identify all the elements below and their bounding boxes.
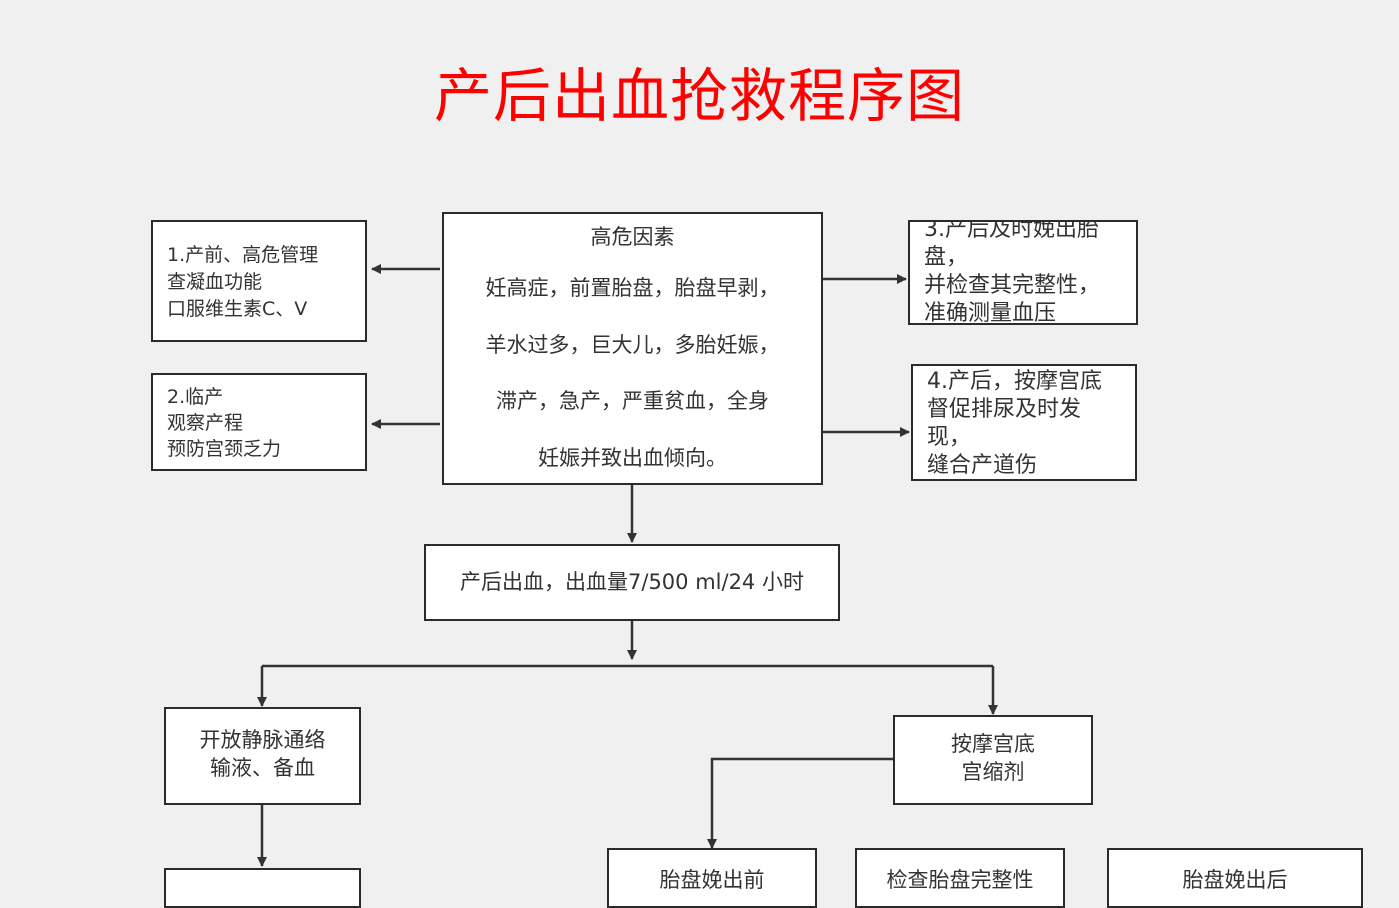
risk-factors-box: 高危因素 妊高症，前置胎盘，胎盘早剥， 羊水过多，巨大儿，多胎妊娠， 滞产，急产… (442, 212, 823, 485)
uterine-massage-box: 按摩宫底 宫缩剂 (893, 715, 1093, 805)
check-placenta-label: 检查胎盘完整性 (886, 868, 1034, 892)
arrow-to-before-placenta (707, 757, 893, 849)
box-text-line: 观察产程 (167, 412, 244, 434)
box-text-line: 1.产前、高危管理 (167, 244, 319, 266)
antenatal-management-box: 1.产前、高危管理 查凝血功能 口服维生素C、V (151, 220, 367, 342)
box-text-line: 现， (927, 425, 972, 450)
before-placenta-box: 胎盘娩出前 (607, 848, 817, 908)
after-placenta-box: 胎盘娩出后 (1107, 848, 1363, 908)
risk-factor-line: 羊水过多，巨大儿，多胎妊娠， (485, 332, 780, 357)
risk-factor-line: 滞产，急产，严重贫血，全身 (496, 389, 769, 413)
before-placenta-label: 胎盘娩出前 (659, 868, 765, 892)
placenta-delivery-box: 3.产后及时娩出胎 盘， 并检查其完整性， 准确测量血压 (908, 220, 1138, 325)
box-text-line: 准确测量血压 (924, 301, 1057, 325)
box-text-line: 开放静脉通络 (199, 728, 326, 752)
box-text-line: 3.产后及时娩出胎 (924, 220, 1099, 242)
box-text-line: 4.产后，按摩宫底 (927, 369, 1102, 394)
box-text-line: 输液、备血 (210, 756, 315, 780)
box-text-line: 盘， (924, 245, 969, 270)
box-text-line: 宫缩剂 (961, 760, 1025, 784)
postpartum-massage-box: 4.产后，按摩宫底 督促排尿及时发 现， 缝合产道伤 (911, 364, 1137, 481)
box-text-line: 口服维生素C、V (167, 298, 308, 320)
below-iv-box (164, 868, 361, 908)
labor-observation-box: 2.临产 观察产程 预防宫颈乏力 (151, 373, 367, 471)
box-text-line: 预防宫颈乏力 (167, 438, 282, 460)
box-text-line: 督促排尿及时发 (927, 397, 1082, 422)
risk-factors-heading: 高危因素 (590, 225, 675, 249)
iv-access-box: 开放静脉通络 输液、备血 (164, 707, 361, 805)
box-text-line: 查凝血功能 (167, 271, 263, 293)
box-text-line: 2.临产 (167, 386, 224, 408)
flow-connectors (257, 264, 998, 867)
box-text-line: 缝合产道伤 (927, 453, 1038, 478)
hemorrhage-label: 产后出血，出血量7/500 ml/24 小时 (460, 570, 804, 594)
risk-factor-line: 妊娠并致出血倾向。 (538, 445, 727, 470)
box-text-line: 按摩宫底 (951, 732, 1035, 756)
box-text-line: 并检查其完整性， (924, 273, 1101, 298)
after-placenta-label: 胎盘娩出后 (1182, 868, 1288, 892)
risk-factor-line: 妊高症，前置胎盘，胎盘早剥， (485, 276, 780, 300)
page-title: 产后出血抢救程序图 (433, 62, 965, 130)
check-placenta-box: 检查胎盘完整性 (855, 848, 1065, 908)
postpartum-hemorrhage-box: 产后出血，出血量7/500 ml/24 小时 (424, 544, 840, 621)
